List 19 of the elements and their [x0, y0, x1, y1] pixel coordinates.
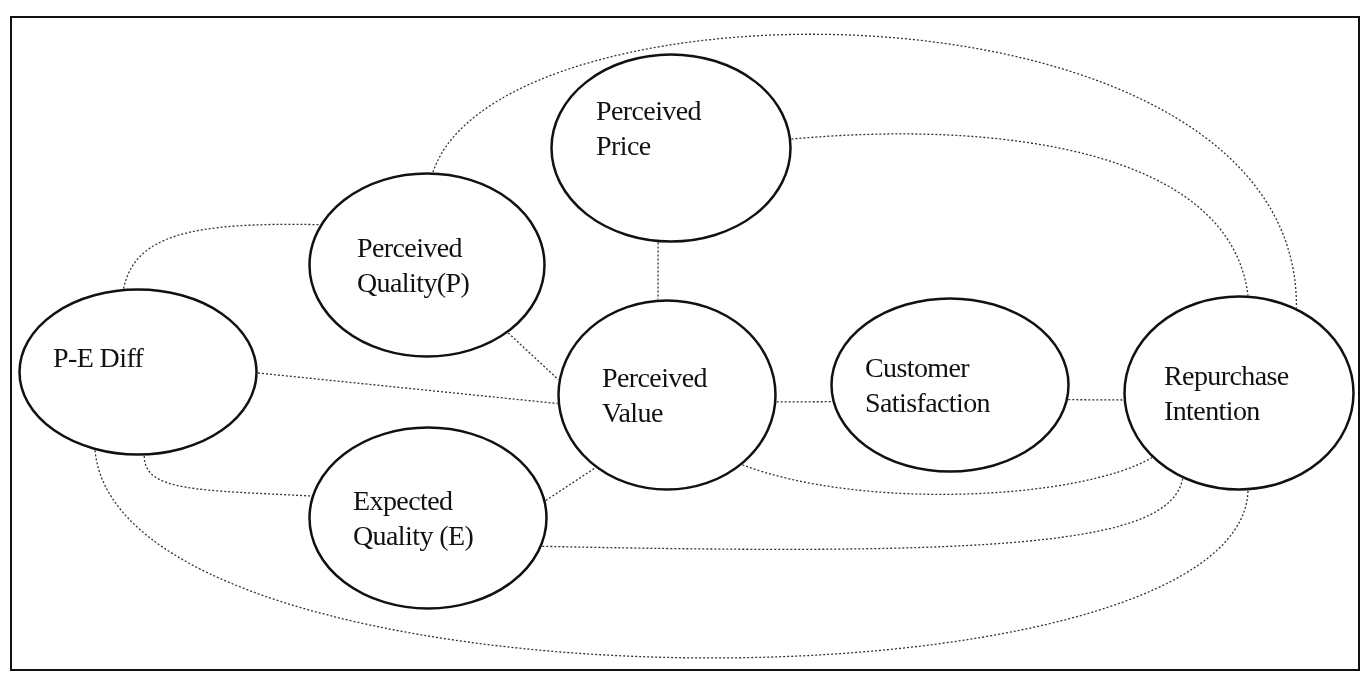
dotted-connector: [776, 401, 833, 403]
node-label: Perceived Value: [602, 361, 708, 430]
node-label: P-E Diff: [53, 340, 145, 375]
dotted-connector: [657, 241, 659, 300]
node-label: Expected Quality (E): [353, 484, 475, 553]
dotted-connector: [257, 372, 559, 405]
dotted-connector: [790, 133, 1249, 296]
node-label: Perceived Quality(P): [357, 231, 471, 300]
dotted-connector: [122, 223, 321, 290]
node-label: Customer Satisfaction: [865, 351, 991, 420]
dotted-connector: [1067, 399, 1124, 401]
dotted-connector: [432, 33, 1298, 309]
dotted-connector: [143, 455, 313, 497]
dotted-connector: [545, 467, 596, 502]
node-label: Repurchase Intention: [1164, 359, 1290, 428]
dotted-connector: [741, 457, 1153, 495]
dotted-connector: [507, 332, 560, 381]
node-label: Perceived Price: [596, 94, 702, 163]
dotted-connector: [541, 478, 1184, 550]
